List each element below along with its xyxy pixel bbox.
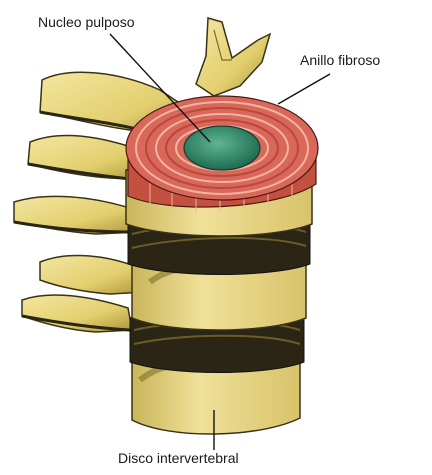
spinous-process-top bbox=[196, 18, 270, 96]
top-disc bbox=[126, 96, 318, 212]
nucleus-pulposus-shape bbox=[184, 126, 260, 170]
label-intervertebral-disc: Disco intervertebral bbox=[118, 450, 239, 466]
label-annulus-fibrosus: Anillo fibroso bbox=[300, 52, 380, 68]
leader-annulus bbox=[278, 74, 330, 104]
label-nucleus-pulposus: Nucleo pulposo bbox=[38, 14, 135, 30]
